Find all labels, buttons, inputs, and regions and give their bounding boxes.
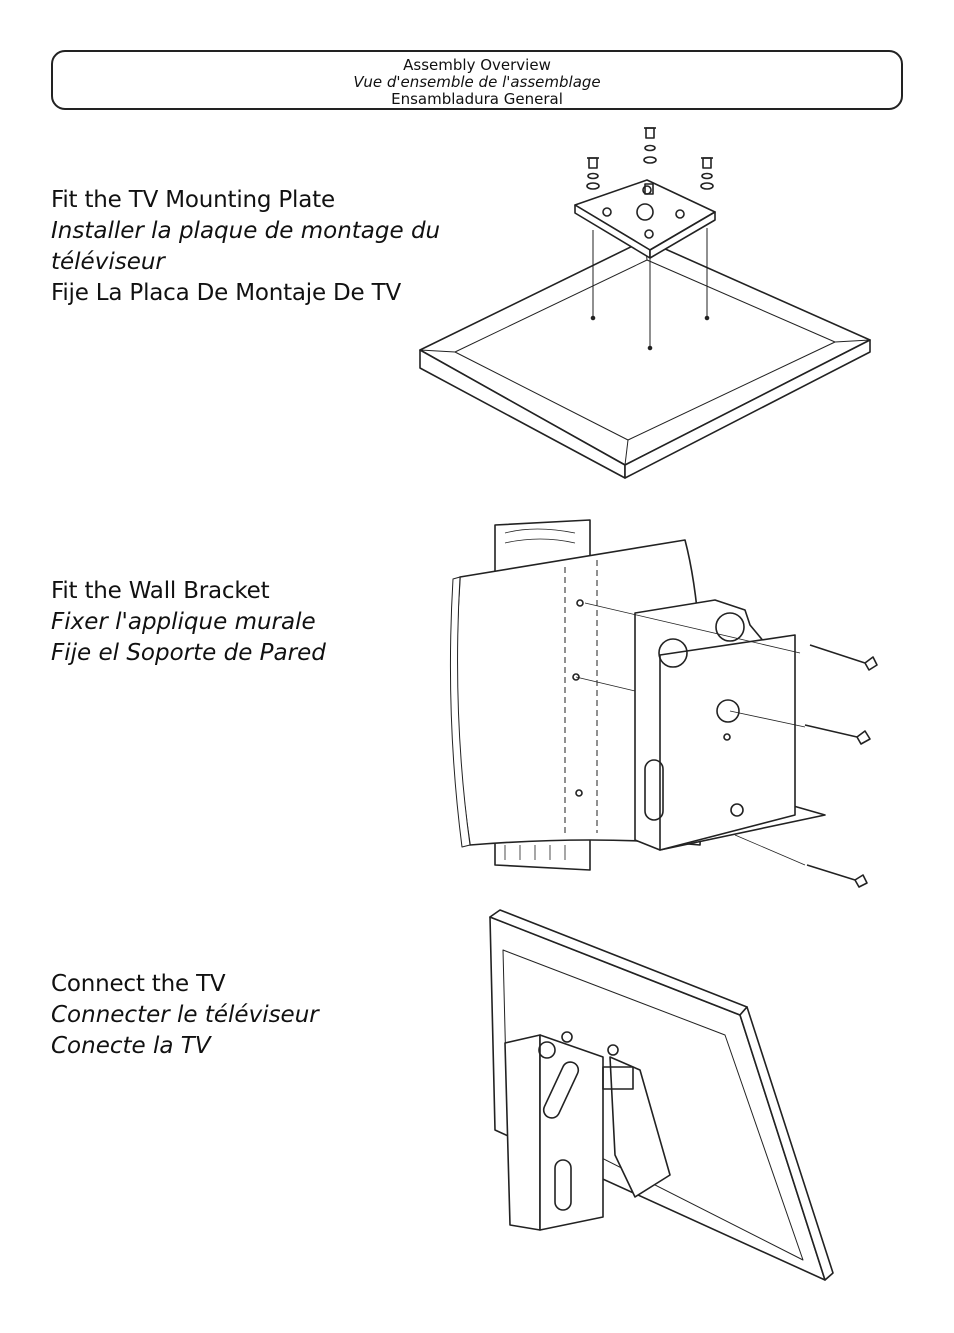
connect-tv-illustration: [485, 905, 835, 1290]
tv-mounting-plate-illustration: [415, 120, 875, 485]
header-title-en: Assembly Overview: [403, 56, 551, 74]
step3-title-en: Connect the TV: [51, 971, 226, 997]
assembly-overview-header: Assembly Overview Vue d'ensemble de l'as…: [51, 50, 903, 110]
wall-bracket-illustration: [445, 515, 885, 895]
header-title-es: Ensambladura General: [391, 90, 563, 108]
step3-title-es: Conecte la TV: [51, 1033, 211, 1059]
step3-title-fr: Connecter le téléviseur: [51, 1002, 319, 1028]
step2-title-en: Fit the Wall Bracket: [51, 578, 270, 604]
step2-title-fr: Fixer l'applique murale: [51, 609, 316, 635]
step-connect-tv: Connect the TV Connecter le téléviseur C…: [51, 969, 431, 1062]
step1-title-en: Fit the TV Mounting Plate: [51, 187, 335, 213]
step-fit-wall-bracket: Fit the Wall Bracket Fixer l'applique mu…: [51, 576, 431, 669]
step-fit-mounting-plate: Fit the TV Mounting Plate Installer la p…: [51, 185, 451, 309]
header-title-fr: Vue d'ensemble de l'assemblage: [353, 73, 601, 91]
step1-title-es: Fije La Placa De Montaje De TV: [51, 280, 402, 306]
step1-title-fr: Installer la plaque de montage du télévi…: [51, 218, 441, 275]
step2-title-es: Fije el Soporte de Pared: [51, 640, 326, 666]
